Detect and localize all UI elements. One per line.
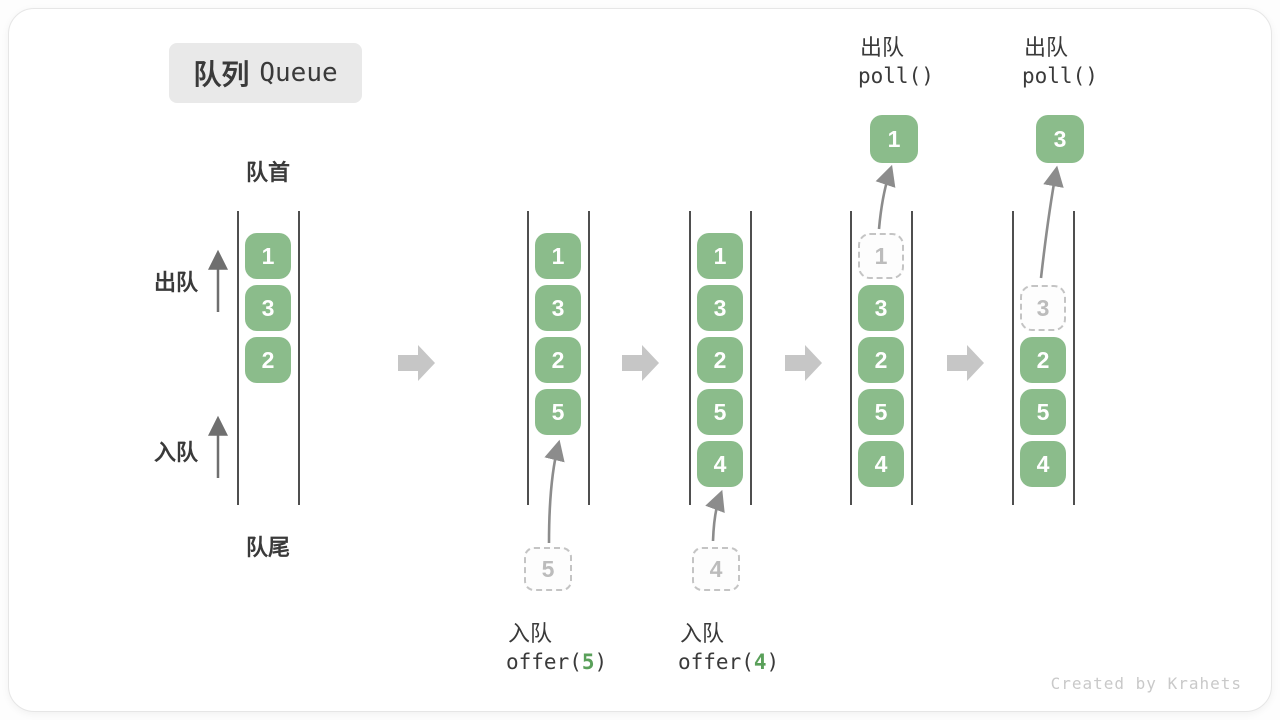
label-dequeue-op1: 出队 — [860, 35, 905, 60]
queue2-right-wall — [588, 211, 590, 505]
queue-block: 5 — [697, 389, 743, 435]
label-enqueue-left: 入队 — [153, 440, 198, 465]
polled-value-badge: 1 — [870, 115, 918, 163]
queue5-left-wall — [1012, 211, 1014, 505]
watermark: Created by Krahets — [1050, 674, 1242, 693]
code-poll-2: poll() — [1022, 64, 1098, 88]
code-arg: 4 — [753, 650, 767, 674]
queue-block: 2 — [858, 337, 904, 383]
queue-block: 2 — [245, 337, 291, 383]
title-en: Queue — [259, 58, 338, 88]
diagram-card — [8, 8, 1272, 712]
label-dequeue-left: 出队 — [153, 270, 198, 295]
queue-block: 1 — [245, 233, 291, 279]
code-offer-5: offer(5) — [506, 650, 607, 674]
queue3-left-wall — [689, 211, 691, 505]
queue-block: 3 — [535, 285, 581, 331]
queue4-left-wall — [850, 211, 852, 505]
queue-block: 2 — [1020, 337, 1066, 383]
label-enqueue-op1: 入队 — [508, 621, 553, 646]
code-arg: 5 — [581, 650, 595, 674]
code-poll-1: poll() — [858, 64, 934, 88]
queue1-left-wall — [237, 211, 239, 505]
code-suffix: ) — [766, 650, 780, 674]
queue-block: 4 — [697, 441, 743, 487]
queue-block-removed: 1 — [858, 233, 904, 279]
queue-block: 4 — [858, 441, 904, 487]
queue5-right-wall — [1073, 211, 1075, 505]
queue-block: 3 — [697, 285, 743, 331]
queue-block: 5 — [535, 389, 581, 435]
label-queue-front: 队首 — [245, 160, 290, 185]
queue-block: 1 — [535, 233, 581, 279]
queue-block-removed: 3 — [1020, 285, 1066, 331]
queue-block: 3 — [245, 285, 291, 331]
pending-enqueue-box: 4 — [692, 547, 740, 591]
queue-block: 3 — [858, 285, 904, 331]
queue-block: 5 — [858, 389, 904, 435]
queue3-right-wall — [750, 211, 752, 505]
pending-enqueue-box: 5 — [524, 547, 572, 591]
title-zh: 队列 — [193, 59, 250, 90]
queue-block: 5 — [1020, 389, 1066, 435]
queue-block: 2 — [535, 337, 581, 383]
label-dequeue-op2: 出队 — [1024, 35, 1069, 60]
queue4-right-wall — [911, 211, 913, 505]
queue1-right-wall — [298, 211, 300, 505]
queue-block: 4 — [1020, 441, 1066, 487]
label-queue-rear: 队尾 — [245, 535, 290, 560]
polled-value-badge: 3 — [1036, 115, 1084, 163]
queue-block: 1 — [697, 233, 743, 279]
code-suffix: ) — [594, 650, 608, 674]
title-badge: 队列 Queue — [169, 43, 362, 103]
queue2-left-wall — [527, 211, 529, 505]
code-prefix: offer( — [678, 650, 754, 674]
code-offer-4: offer(4) — [678, 650, 779, 674]
label-enqueue-op2: 入队 — [680, 621, 725, 646]
queue-block: 2 — [697, 337, 743, 383]
code-prefix: offer( — [506, 650, 582, 674]
